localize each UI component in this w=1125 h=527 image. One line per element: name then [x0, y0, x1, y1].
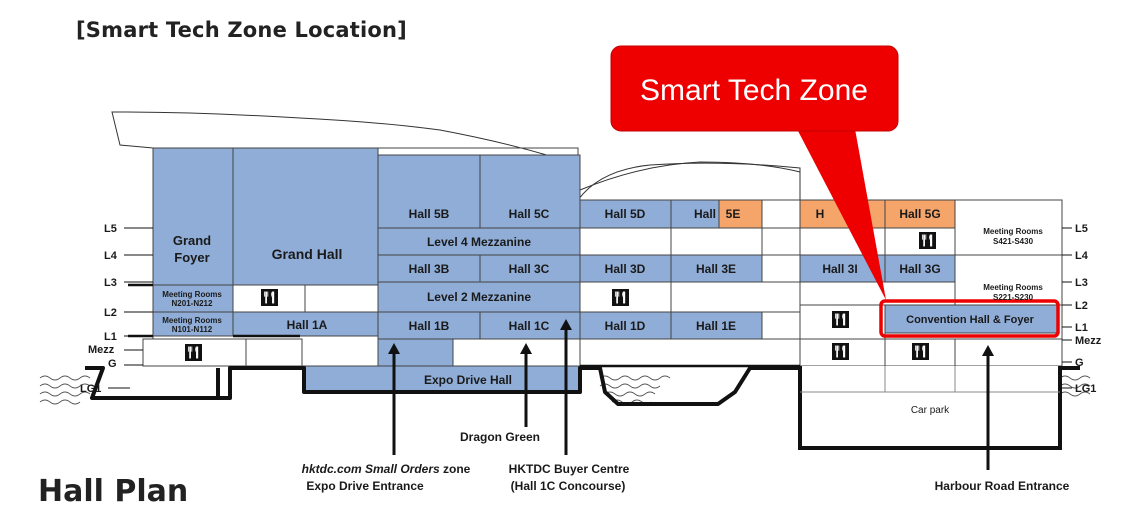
water-left	[39, 375, 1091, 405]
level-l2-right: L2	[1075, 300, 1088, 312]
level-l3-right: L3	[1075, 277, 1088, 289]
mr-n101-label-1: Meeting Rooms	[162, 316, 222, 325]
level-g-right: G	[1075, 357, 1084, 369]
meeting-rooms-s421	[954, 199, 1063, 256]
expo-drive-hall-label: Expo Drive Hall	[424, 373, 512, 387]
hall-1a	[232, 311, 379, 337]
hall-5g	[884, 199, 956, 229]
level-l4-right: L4	[1075, 250, 1089, 262]
fork-knife-icon	[919, 232, 936, 249]
hall-5e-label-b: 5E	[726, 207, 741, 221]
hall-3e-label: Hall 3E	[696, 262, 736, 276]
hall-5f-label: H	[816, 207, 825, 221]
callout-label: Smart Tech Zone	[640, 74, 868, 107]
hall-1c-label: Hall 1C	[509, 319, 550, 333]
expo-drive-hall	[303, 365, 581, 393]
fork-knife-icon	[185, 344, 202, 361]
hall-3f-label: Hall 3I	[822, 262, 857, 276]
fork-knife-icon	[912, 343, 929, 360]
level-l5-left: L5	[104, 223, 117, 235]
level-l4-left: L4	[104, 250, 118, 262]
grand-foyer-label-1: Grand	[173, 233, 211, 248]
fork-knife-icon	[832, 311, 849, 328]
level5-center	[377, 154, 581, 229]
level-ticks	[108, 227, 1072, 389]
level-l1-left: L1	[104, 331, 117, 343]
grand-foyer-label-2: Foyer	[174, 250, 209, 265]
plan-title: Hall Plan	[38, 474, 189, 509]
level-lg1-left: LG1	[80, 383, 101, 395]
hall-3c-label: Hall 3C	[509, 262, 550, 276]
hall-3b-label: Hall 3B	[409, 262, 450, 276]
hall-5d	[579, 199, 672, 229]
mr-s221-label-1: Meeting Rooms	[983, 283, 1043, 292]
level-mezz-left: Mezz	[88, 344, 115, 356]
grand-hall-label: Grand Hall	[272, 246, 343, 262]
grand-foyer	[152, 147, 234, 286]
hall-1b-label: Hall 1B	[409, 319, 450, 333]
mr-s421-label-1: Meeting Rooms	[983, 227, 1043, 236]
dragon-green-label: Dragon Green	[460, 430, 540, 444]
roof	[111, 111, 801, 201]
buyer-centre-label: HKTDC Buyer Centre	[509, 462, 630, 476]
hall-5b-label: Hall 5B	[409, 207, 450, 221]
mr-s221-label-2: S221-S230	[993, 293, 1034, 302]
hall-5e-label-a: Hall	[694, 207, 716, 221]
hall-5d-label: Hall 5D	[605, 207, 646, 221]
fork-knife-icon	[832, 343, 849, 360]
callout-pointer	[797, 129, 886, 300]
level-g-left: G	[108, 358, 117, 370]
buyer-centre-sub-label: (Hall 1C Concourse)	[511, 479, 626, 493]
hall-5g-label: Hall 5G	[899, 207, 940, 221]
hall-3d	[579, 254, 672, 283]
grand-hall	[232, 147, 379, 286]
level2-mezz-label: Level 2 Mezzanine	[427, 290, 531, 304]
small-orders-label: hktdc.com Small Orders zone	[302, 462, 471, 476]
hall-1d-label: Hall 1D	[605, 319, 646, 333]
hall-1a-label: Hall 1A	[287, 318, 328, 332]
level-l5-right: L5	[1075, 223, 1088, 235]
hall-3g-label: Hall 3G	[899, 262, 940, 276]
arrows	[388, 319, 994, 470]
hall-5c-label: Hall 5C	[509, 207, 550, 221]
level-l1-right: L1	[1075, 322, 1088, 334]
hall-1e-label: Hall 1E	[696, 319, 736, 333]
mr-n101-label-2: N101-N112	[172, 325, 213, 334]
harbour-road-entrance-label: Harbour Road Entrance	[935, 479, 1070, 493]
level-lg1-right: LG1	[1075, 383, 1096, 395]
highlight-frame	[879, 299, 1060, 338]
level-l3-left: L3	[104, 277, 117, 289]
mr-n201-label-2: N201-N212	[172, 299, 213, 308]
level4-mezz-label: Level 4 Mezzanine	[427, 235, 531, 249]
convention-hall	[884, 304, 1058, 334]
hall-3d-label: Hall 3D	[605, 262, 646, 276]
mr-s421-label-2: S421-S430	[993, 237, 1034, 246]
expo-drive-entrance-label: Expo Drive Entrance	[306, 479, 424, 493]
fork-knife-icon	[612, 289, 629, 306]
page-title: [Smart Tech Zone Location]	[76, 18, 407, 42]
level-mezz-right: Mezz	[1075, 335, 1102, 347]
convention-hall-label: Convention Hall & Foyer	[906, 314, 1034, 326]
fork-knife-icon	[261, 289, 278, 306]
hall-3e	[670, 254, 763, 283]
car-park-label: Car park	[911, 405, 950, 416]
callout-box	[610, 45, 899, 132]
level-l2-left: L2	[104, 307, 117, 319]
mr-n201-label-1: Meeting Rooms	[162, 290, 222, 299]
meeting-rooms-s221	[954, 254, 1063, 306]
